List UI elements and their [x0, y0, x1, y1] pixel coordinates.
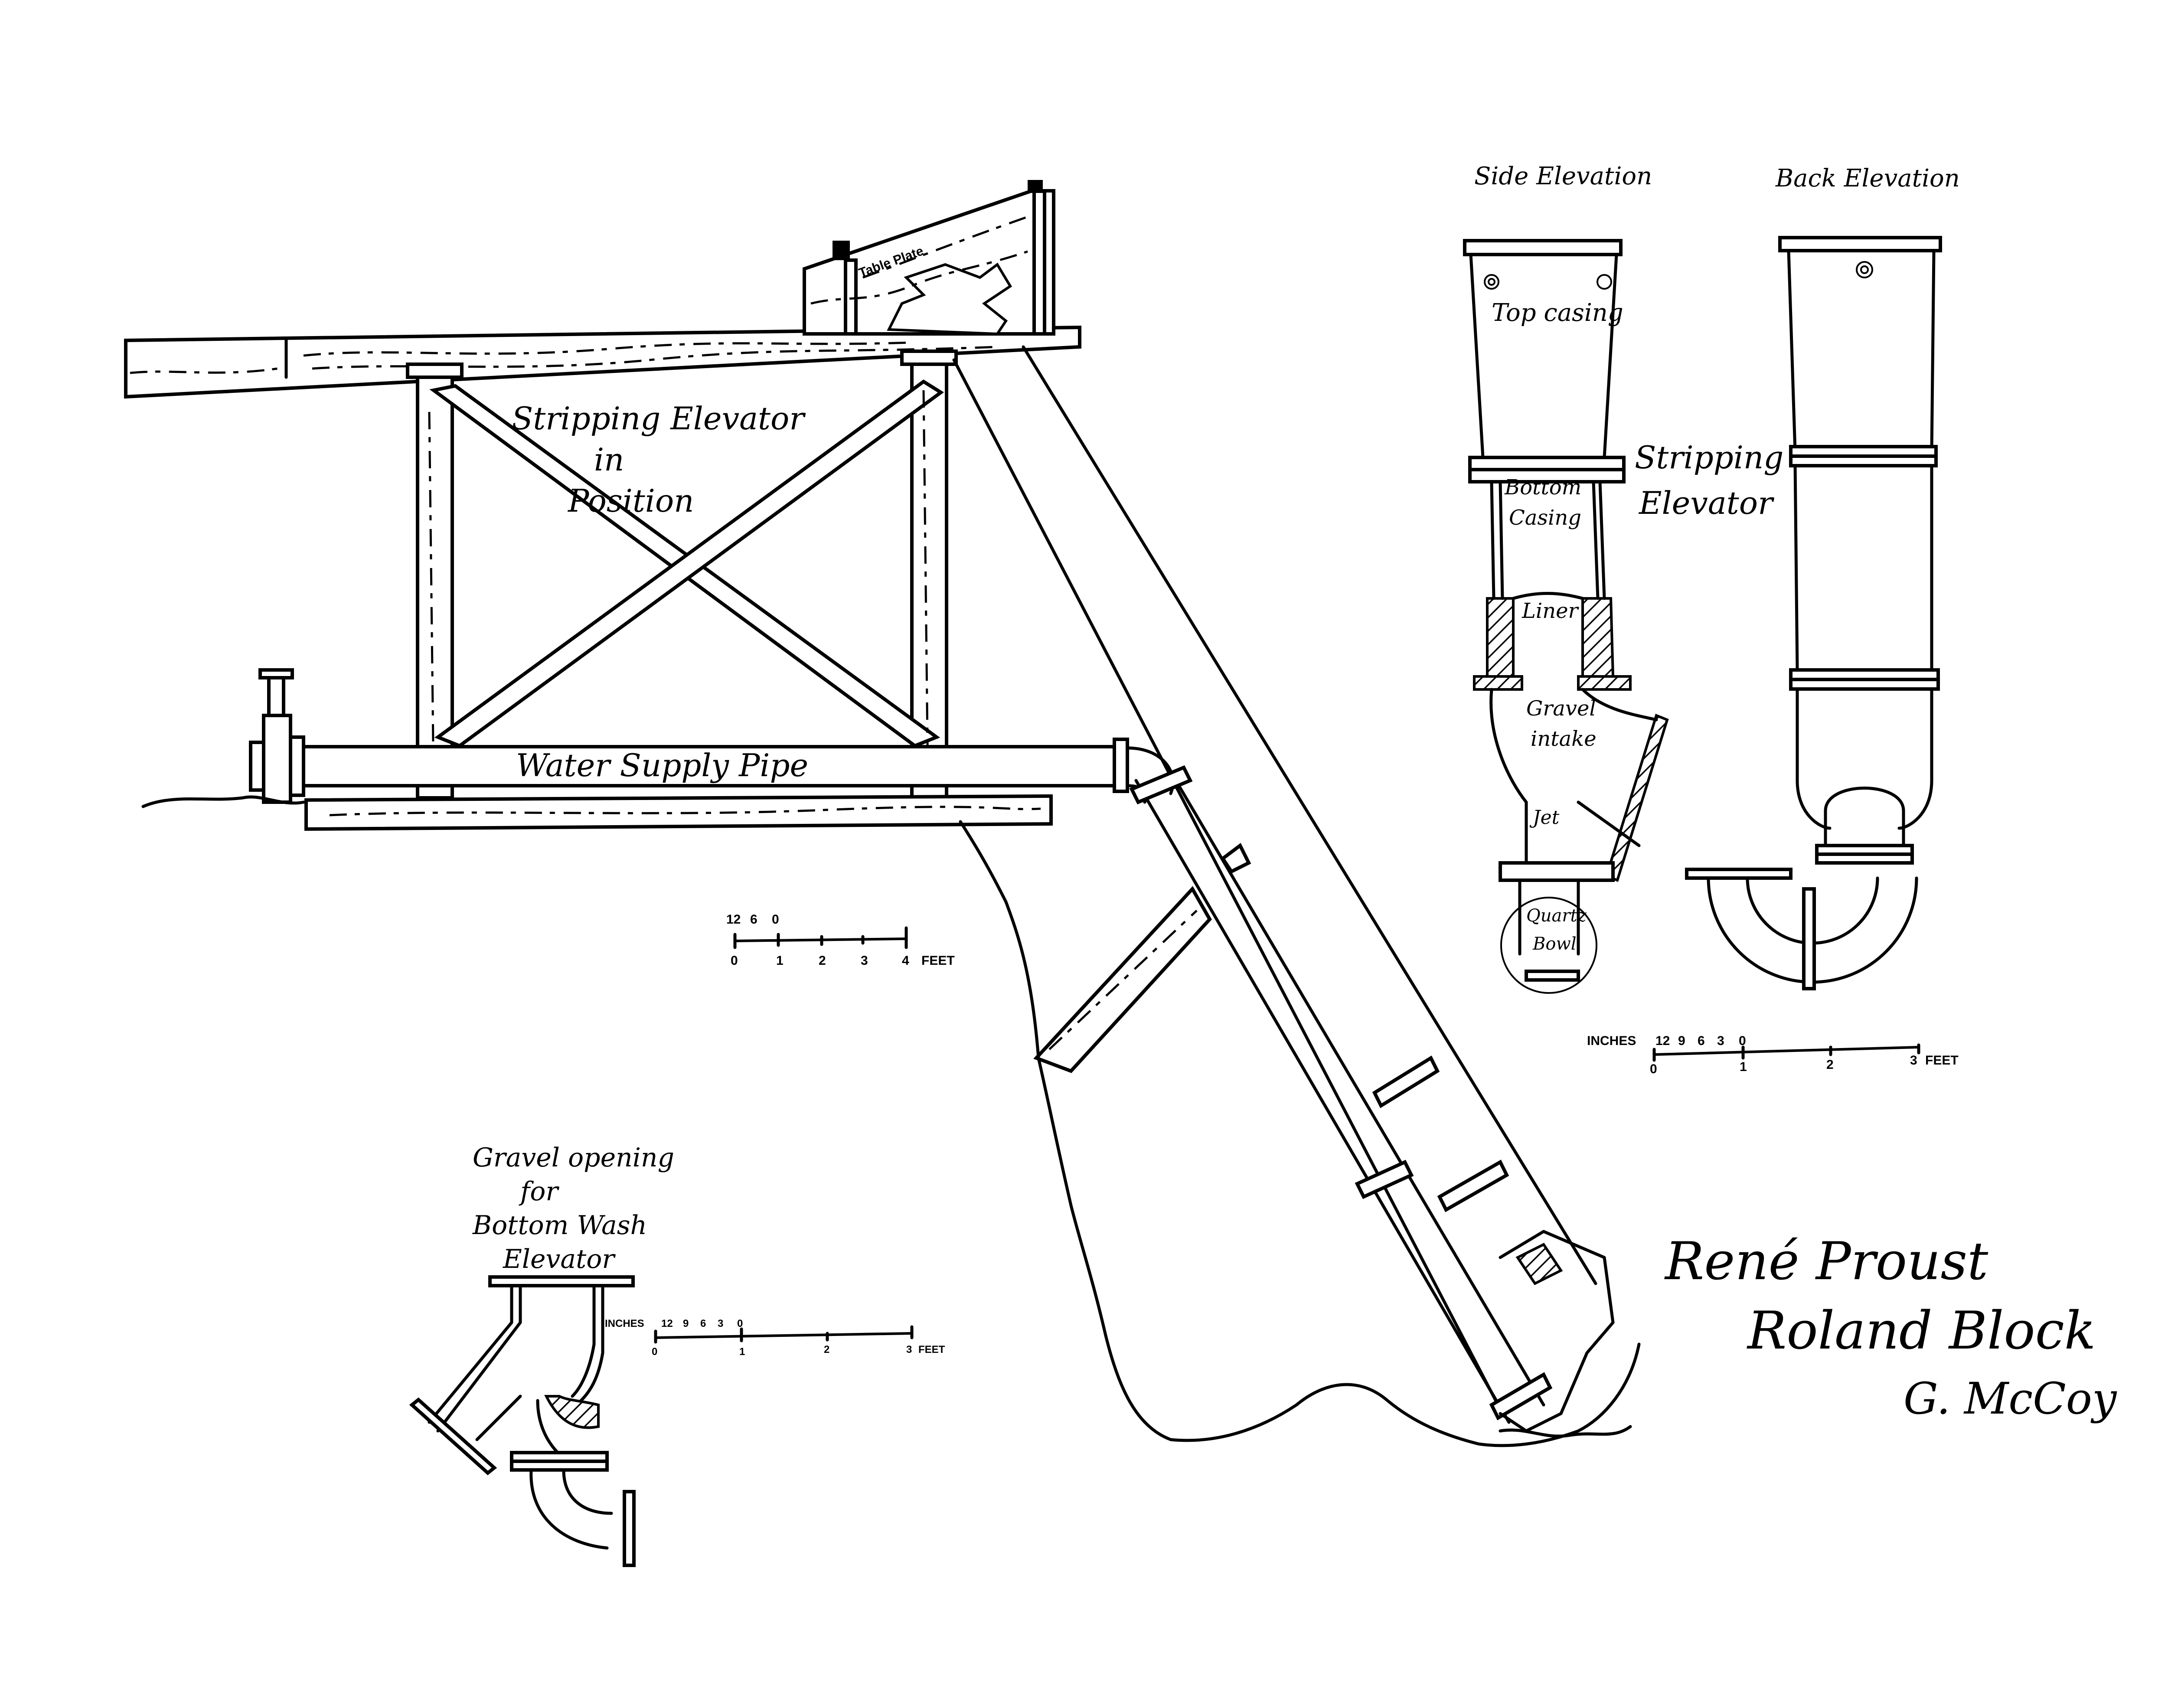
scale1-unit: FEET — [921, 954, 955, 968]
base-plank — [304, 794, 1053, 831]
scale3-prefix: INCHES — [605, 1318, 644, 1329]
scale-bar-3: INCHES 12 9 6 3 0 0 1 2 3 FEET — [605, 1318, 945, 1358]
scale2-top-tick: 3 — [1717, 1034, 1724, 1048]
signature-g-mccoy: G. McCoy — [1904, 1373, 2117, 1424]
ground-rubble — [1499, 1425, 1632, 1438]
scale3-top-tick: 3 — [718, 1318, 723, 1329]
main-title-line-3: Position — [567, 483, 694, 519]
scale3-bottom-tick: 3 — [906, 1344, 912, 1355]
scale1-top-tick: 0 — [772, 912, 779, 927]
label-bottom-casing-2: Casing — [1509, 506, 1581, 530]
scale2-top-tick: 9 — [1678, 1034, 1685, 1048]
signature-rene-proust: René Proust — [1664, 1231, 1988, 1292]
scale3-bottom-tick: 2 — [824, 1344, 829, 1355]
label-top-casing: Top casing — [1492, 299, 1623, 327]
water-supply-pipe: Water Supply Pipe — [141, 668, 1175, 808]
base-plank-grain — [329, 806, 1041, 816]
bottom-wash-title-4: Elevator — [503, 1244, 616, 1274]
scale3-top-tick: 9 — [683, 1318, 689, 1329]
scale2-prefix: INCHES — [1587, 1034, 1636, 1048]
scale2-top-tick: 6 — [1698, 1034, 1705, 1048]
cliff-outline — [959, 820, 1641, 1447]
sluice-housing: Table Plate — [803, 180, 1055, 336]
side-label-stripping: Stripping — [1635, 439, 1783, 476]
signatures: René Proust Roland Block G. McCoy — [1664, 1231, 2117, 1424]
scale3-bottom-tick: 0 — [652, 1346, 657, 1358]
signature-roland-block: Roland Block — [1747, 1301, 2096, 1361]
back-elevation: Back Elevation — [1685, 164, 1960, 990]
back-elevation-title: Back Elevation — [1775, 164, 1960, 193]
main-title-line-1: Stripping Elevator — [512, 400, 806, 437]
scale2-bottom-tick: 0 — [1650, 1062, 1657, 1076]
scale2-bottom-tick: 1 — [1740, 1060, 1747, 1074]
scale2-top-tick: 0 — [1739, 1034, 1746, 1048]
scale2-bottom-tick: 3 — [1910, 1053, 1917, 1068]
bottom-wash-elevator: Gravel opening for Bottom Wash Elevator — [409, 1143, 674, 1567]
scale3-top-tick: 6 — [700, 1318, 706, 1329]
main-title-line-2: in — [594, 441, 624, 478]
pipe-label: Water Supply Pipe — [516, 747, 808, 784]
scale-bar-2: INCHES 12 9 6 3 0 0 1 2 3 FEET — [1587, 1034, 1959, 1076]
bottom-wash-title-3: Bottom Wash — [472, 1210, 647, 1241]
scale-bar-1: 12 6 0 0 1 2 3 4 FEET — [726, 912, 955, 968]
label-quartz-bowl-2: Bowl — [1532, 934, 1577, 954]
scale3-top-tick: 12 — [661, 1318, 673, 1329]
bottom-wash-title-1: Gravel opening — [473, 1143, 674, 1173]
scale3-top-tick: 0 — [737, 1318, 743, 1329]
label-liner: Liner — [1522, 599, 1580, 623]
side-elevation: Side Elevation Top casing Bottom Casing … — [1463, 162, 1783, 994]
flume — [124, 325, 1081, 399]
scale2-top-tick: 12 — [1655, 1034, 1670, 1048]
main-view: Table Plate Water Supply Pipe — [124, 180, 1641, 1447]
scale1-bottom-tick: 4 — [902, 954, 909, 968]
label-jet: Jet — [1529, 807, 1560, 829]
scale1-bottom-tick: 3 — [861, 954, 868, 968]
scale1-bottom-tick: 0 — [731, 954, 738, 968]
stripping-elevator-tube — [952, 345, 1615, 1433]
label-gravel-intake-1: Gravel — [1526, 696, 1596, 721]
label-bottom-casing-1: Bottom — [1504, 475, 1581, 500]
side-label-elevator: Elevator — [1638, 485, 1774, 521]
label-quartz-bowl-1: Quartz — [1526, 906, 1587, 926]
bottom-wash-title-2: for — [519, 1176, 559, 1207]
scale1-top-tick: 6 — [750, 912, 757, 927]
scale1-top-tick: 12 — [726, 912, 741, 927]
scale2-unit: FEET — [1925, 1053, 1959, 1068]
scale3-bottom-tick: 1 — [739, 1346, 745, 1358]
scale1-bottom-tick: 2 — [819, 954, 826, 968]
scale1-bottom-tick: 1 — [776, 954, 784, 968]
label-gravel-intake-2: intake — [1531, 727, 1597, 751]
scale2-bottom-tick: 2 — [1826, 1058, 1834, 1072]
scale3-unit: FEET — [918, 1344, 945, 1355]
side-elevation-title: Side Elevation — [1474, 162, 1652, 190]
